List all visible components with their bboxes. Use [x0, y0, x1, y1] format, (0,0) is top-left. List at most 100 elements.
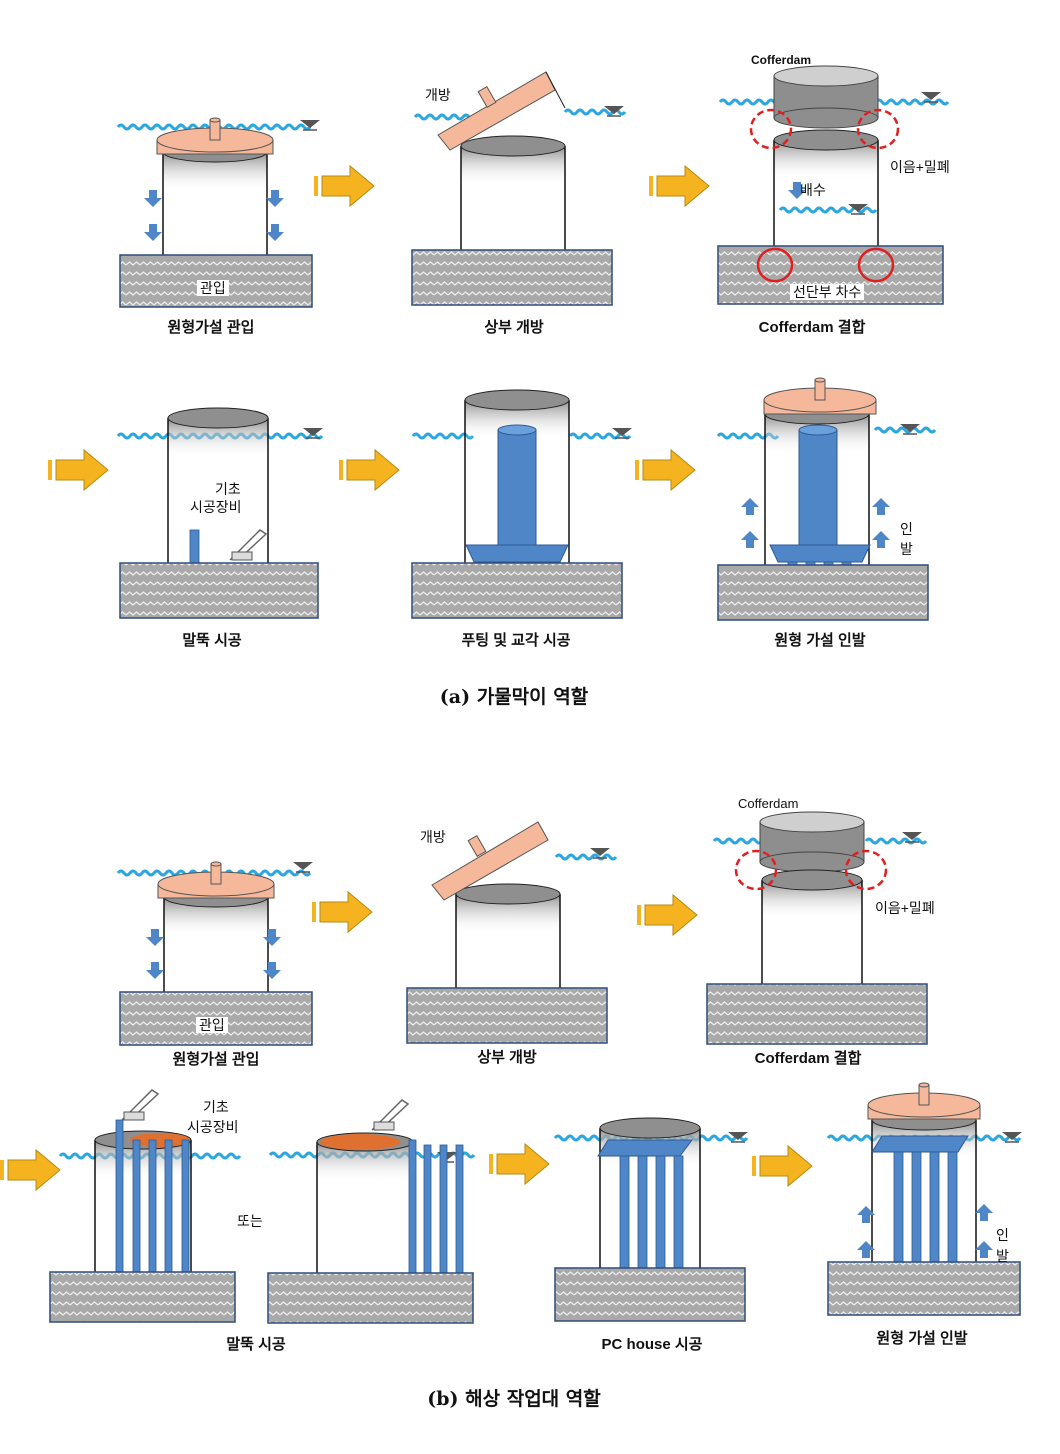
- b-step3-caption: Cofferdam 결합: [754, 1050, 862, 1067]
- right-arrow-icon: [7, 1148, 61, 1192]
- right-arrow-icon: [346, 448, 400, 492]
- cofferdam-bottom: [773, 107, 879, 129]
- down-arrow-icon: [266, 224, 284, 241]
- seabed-soil: [554, 1267, 746, 1322]
- right-arrow-tail: [637, 905, 641, 925]
- water-surface: [411, 432, 475, 440]
- pier-column: [497, 429, 537, 551]
- open-cap: [431, 821, 549, 901]
- a-drain-label: 배수: [800, 182, 826, 198]
- seal-ring: [856, 108, 900, 150]
- water-level-icon: [604, 106, 624, 114]
- a-step1-caption: 원형가설 관입: [167, 319, 255, 336]
- crane-icon: [371, 1099, 410, 1131]
- right-arrow-tail: [649, 176, 653, 196]
- right-arrow-icon: [642, 448, 696, 492]
- section-a-caption: (a) 가물막이 역할: [439, 686, 589, 708]
- a-step3-caption: Cofferdam 결합: [758, 319, 866, 336]
- b-joint-label: 이음+밀폐: [875, 900, 935, 916]
- seal-ring: [844, 849, 888, 891]
- seal-ring: [749, 108, 793, 150]
- pier-column-top: [497, 424, 537, 436]
- up-arrow-icon: [975, 1241, 993, 1258]
- water-level-icon: [300, 120, 320, 128]
- crane-body: [231, 551, 253, 561]
- b-equip-label-1: 기초: [203, 1099, 229, 1115]
- down-arrow-icon: [263, 962, 281, 979]
- water-surface: [864, 837, 928, 845]
- a-open-label: 개방: [425, 87, 451, 103]
- seabed-soil: [717, 564, 929, 621]
- open-cap-valve: [477, 86, 497, 108]
- seabed-soil: [827, 1261, 1021, 1316]
- seal-ring: [857, 247, 895, 283]
- right-arrow-tail: [635, 460, 639, 480]
- cap-valve: [918, 1084, 930, 1106]
- seal-ring: [756, 247, 794, 283]
- water-level-icon: [900, 424, 920, 432]
- pc-house-slab: [597, 1139, 693, 1157]
- cofferdam-top: [773, 65, 879, 87]
- up-arrow-icon: [741, 531, 759, 548]
- water-surface: [778, 206, 878, 214]
- water-surface: [873, 426, 937, 434]
- water-surface: [554, 853, 618, 861]
- footing: [769, 544, 871, 563]
- cap-valve-top: [209, 117, 221, 123]
- water-level-icon: [728, 1132, 748, 1140]
- water-level-icon: [590, 848, 610, 856]
- pier-column: [798, 429, 838, 551]
- b-step1-caption: 원형가설 관입: [172, 1051, 260, 1068]
- right-arrow-tail: [489, 1154, 493, 1174]
- water-level-icon: [293, 862, 313, 870]
- down-arrow-icon: [266, 190, 284, 207]
- right-arrow-tail: [752, 1156, 756, 1176]
- casing-top: [599, 1117, 701, 1139]
- a-cutoff-label: 선단부 차수: [790, 284, 865, 300]
- water-level-icon: [921, 92, 941, 100]
- cap-valve: [210, 863, 222, 885]
- b-step6-caption: 원형 가설 인발: [876, 1330, 968, 1347]
- water-level-icon: [303, 428, 323, 436]
- casing-top: [773, 129, 879, 151]
- cofferdam-top: [759, 811, 865, 833]
- seabed-soil: [706, 983, 928, 1045]
- cap-valve-top: [814, 377, 826, 383]
- seabed-soil: [119, 562, 319, 619]
- seabed-soil: [267, 1272, 474, 1324]
- down-arrow-icon: [144, 224, 162, 241]
- up-arrow-icon: [975, 1204, 993, 1221]
- seabed-soil: [411, 562, 623, 619]
- water-level-icon: [612, 428, 632, 436]
- footing: [465, 544, 569, 563]
- up-arrow-icon: [857, 1241, 875, 1258]
- water-level-icon: [902, 832, 922, 840]
- casing-top: [761, 869, 863, 891]
- up-arrow-icon: [741, 498, 759, 515]
- up-arrow-icon: [857, 1206, 875, 1223]
- a-pull-label-2: 발: [900, 541, 913, 557]
- water-surface: [568, 432, 632, 440]
- right-arrow-icon: [55, 448, 109, 492]
- work-platform: [130, 1133, 190, 1147]
- casing-top: [464, 389, 570, 411]
- b-pull-label-2: 발: [996, 1248, 1009, 1264]
- crane-body: [123, 1111, 145, 1121]
- b-insert-label: 관입: [196, 1017, 228, 1033]
- water-surface: [718, 98, 782, 106]
- casing-top: [167, 407, 269, 429]
- cap-valve: [209, 119, 221, 141]
- b-open-label: 개방: [420, 829, 446, 845]
- a-equip-label-1: 기초: [215, 481, 241, 497]
- seabed-soil: [411, 249, 613, 306]
- b-or-label: 또는: [237, 1213, 263, 1229]
- a-insert-label: 관입: [197, 280, 229, 296]
- cap-valve: [814, 379, 826, 401]
- b-step4-caption: 말뚝 시공: [226, 1336, 286, 1353]
- open-cap-hinge: [545, 71, 566, 109]
- right-arrow-icon: [656, 164, 710, 208]
- right-arrow-tail: [48, 460, 52, 480]
- pile: [181, 1139, 190, 1291]
- pc-house-slab: [871, 1135, 969, 1153]
